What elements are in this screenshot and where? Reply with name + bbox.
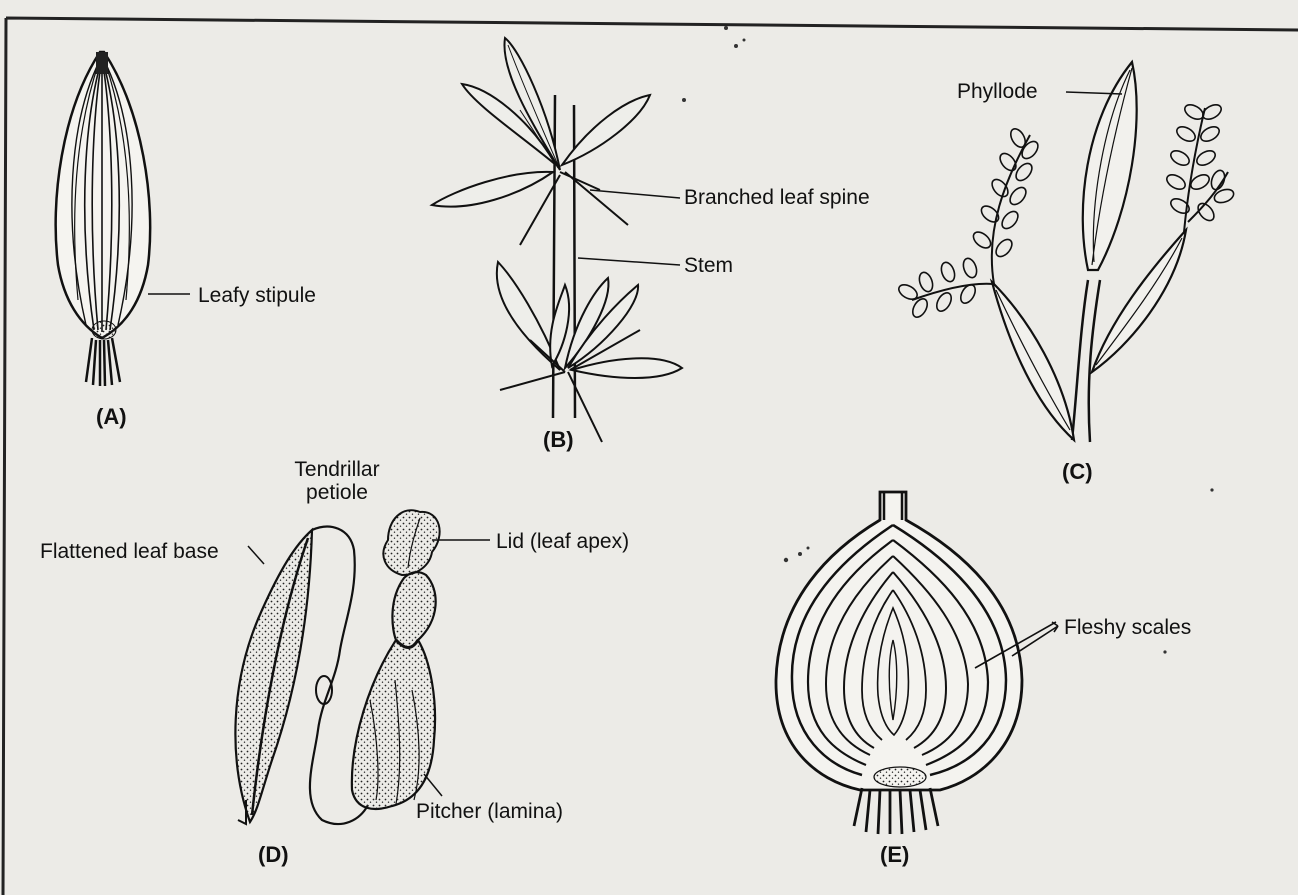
label-phyllode: Phyllode [957,80,1038,103]
figure-b-branched-spine [432,38,682,442]
label-tendrillar-petiole: Tendrillar petiole [282,458,392,504]
label-fleshy-scales: Fleshy scales [1064,616,1191,639]
figure-tag-b: (B) [543,428,574,452]
label-branched-leaf-spine: Branched leaf spine [684,186,870,209]
label-lid: Lid (leaf apex) [496,530,629,553]
label-flattened-leaf-base: Flattened leaf base [40,540,219,563]
figure-tag-e: (E) [880,843,909,867]
label-tendrillar-petiole-line2: petiole [282,481,392,504]
label-leafy-stipule: Leafy stipule [198,284,316,307]
figure-tag-a: (A) [96,405,127,429]
label-tendrillar-petiole-line1: Tendrillar [282,458,392,481]
figure-a-leafy-stipule [56,52,190,386]
label-stem: Stem [684,254,733,277]
figure-tag-c: (C) [1062,460,1093,484]
figure-d-pitcher [235,510,490,824]
figure-c-phyllode [896,62,1235,442]
figure-e-onion [776,492,1058,834]
label-pitcher: Pitcher (lamina) [416,800,563,823]
figure-tag-d: (D) [258,843,289,867]
